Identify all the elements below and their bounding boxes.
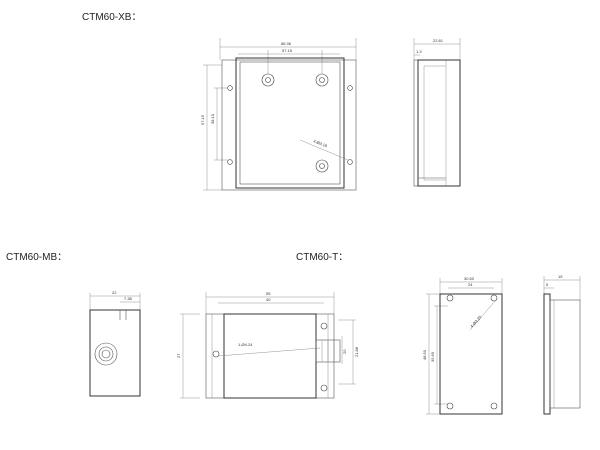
xb-dim-hole: 4-Ø3.18	[313, 138, 329, 148]
t-dim-outer-height: 48.50	[422, 349, 427, 360]
xb-dim-outer-width: 86.36	[281, 41, 292, 46]
mb-dim-length: 55	[266, 291, 271, 296]
label-ctm60-mb: CTM60-MB：	[6, 252, 68, 263]
mb-dim-hole: 1-Ø4.24	[238, 342, 253, 347]
t-side-view: 15 5	[543, 274, 581, 415]
mb-dim-hole-spacing: 40	[266, 297, 271, 302]
label-ctm60-t: CTM60-T：	[296, 252, 349, 263]
xb-dim-side-width: 22.61	[433, 38, 444, 43]
t-dim-side-width: 15	[558, 274, 563, 279]
mb-dim-h2: 20	[342, 349, 347, 354]
xb-dim-inner-width: 57.15	[282, 48, 293, 53]
t-dim-width: 30.50	[464, 276, 475, 281]
t-dim-inner: 24	[468, 282, 473, 287]
xb-dim-outer-height: 57.15	[200, 114, 205, 125]
mb-end-view: 22 7.38	[89, 290, 141, 397]
mb-dim-height: 27	[176, 353, 181, 358]
xb-dim-inner-height: 38.10	[210, 113, 215, 124]
mb-dim-width: 22	[112, 290, 117, 295]
mb-front-view: 55 40 27 1-Ø4.24 21.88 20	[176, 291, 359, 399]
xb-front-view: 86.36 57.15 57.15 38.10 4-Ø3.18	[200, 38, 357, 191]
t-dim-side-t: 5	[546, 282, 549, 287]
mb-dim-h3: 21.88	[354, 346, 359, 357]
label-ctm60-xb: CTM60-XB：	[82, 12, 142, 23]
xb-side-view: 22.61 1.3	[413, 38, 461, 187]
t-dim-hole: 4-Ø3.20	[469, 314, 483, 329]
mb-dim-inner: 7.38	[124, 296, 133, 301]
t-dim-inner-height: 35.60	[430, 351, 435, 362]
t-front-view: 30.50 24 48.50 35.60 4-Ø3.20	[422, 276, 503, 415]
xb-dim-side-thickness: 1.3	[416, 49, 422, 54]
